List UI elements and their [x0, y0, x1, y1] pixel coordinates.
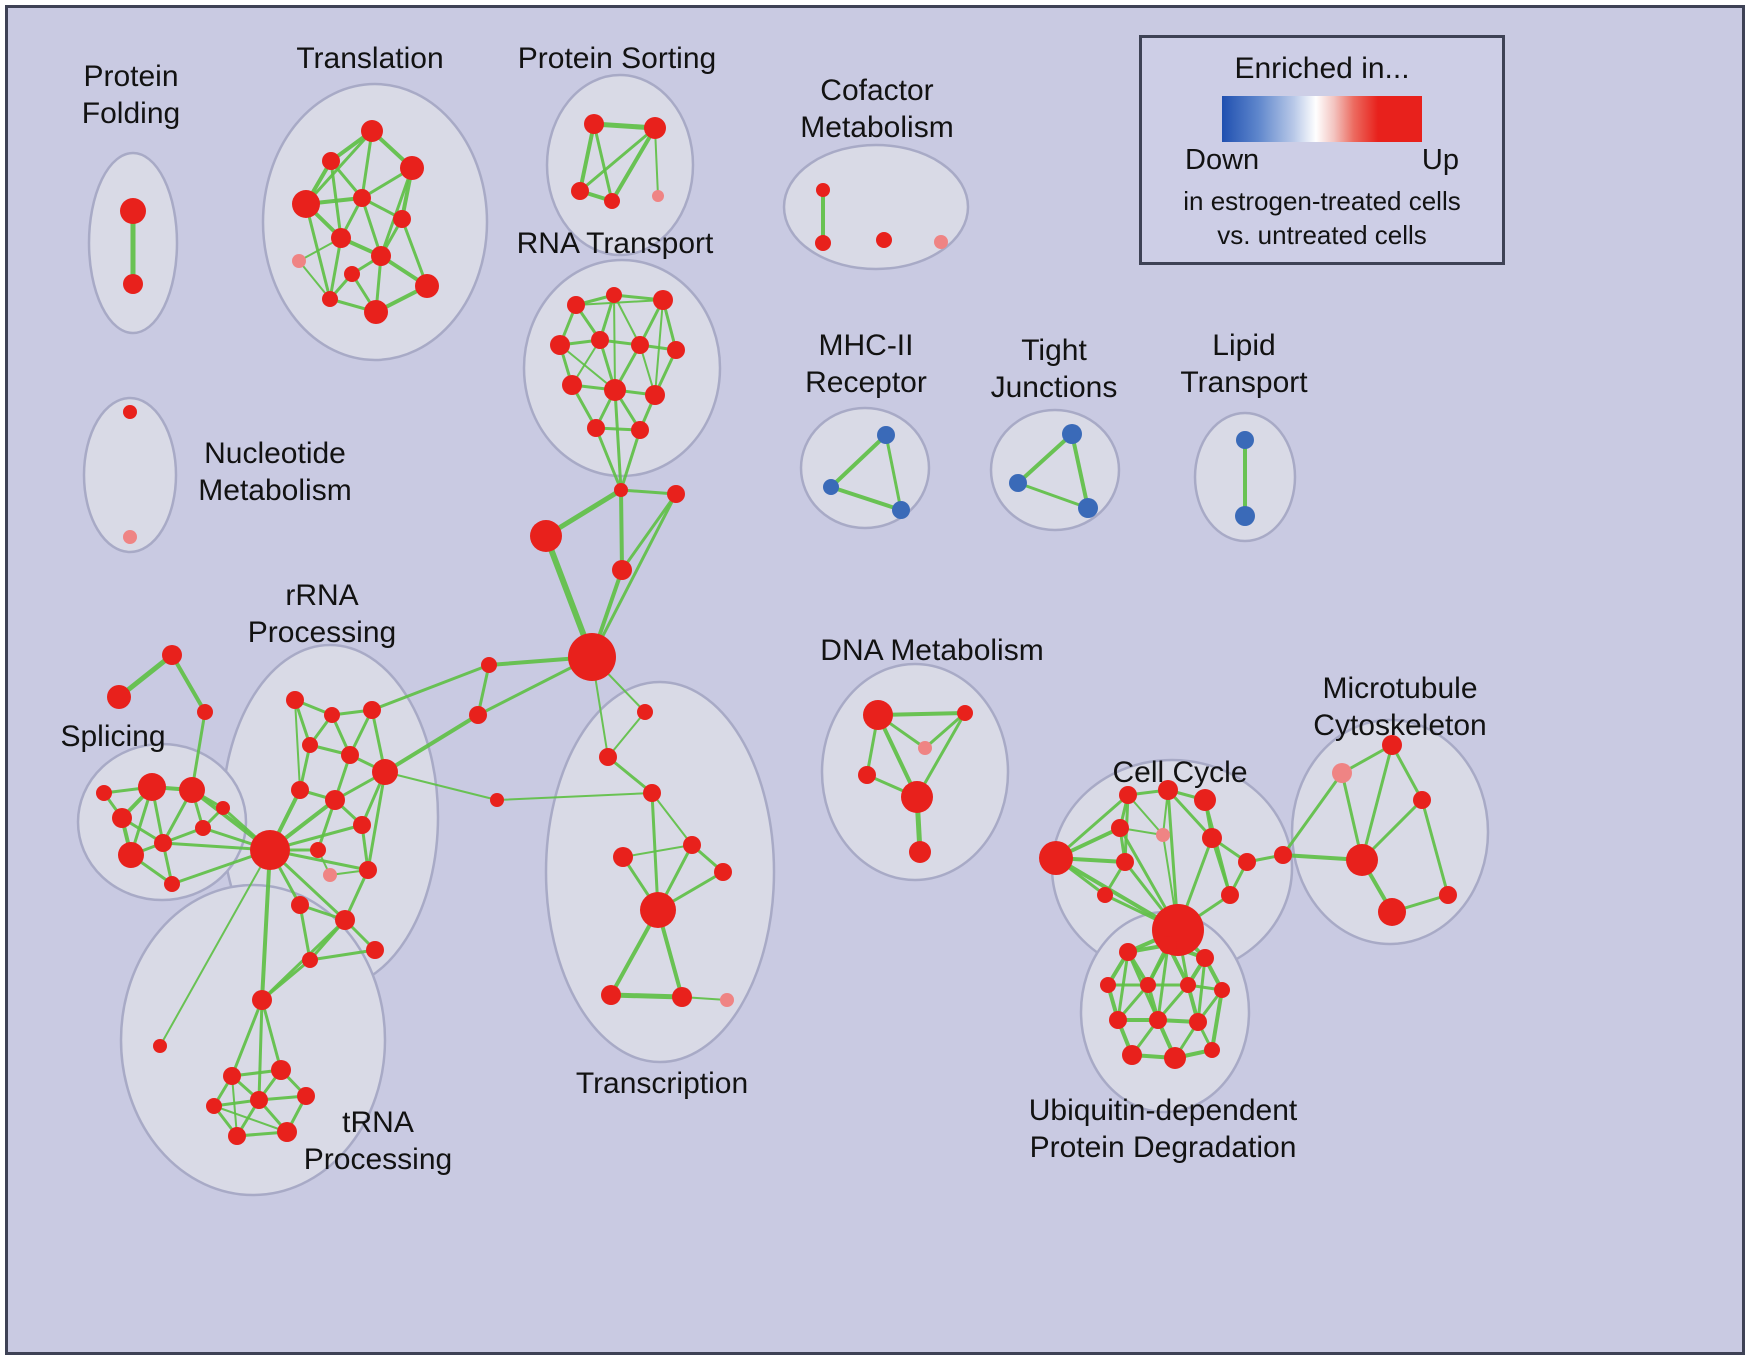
legend-caption-line2: vs. untreated cells — [1217, 219, 1427, 250]
legend: Enriched in... Down Up in estrogen-treat… — [1139, 35, 1505, 265]
legend-up-label: Up — [1421, 144, 1459, 176]
legend-caption-line1: in estrogen-treated cells — [1183, 186, 1461, 216]
legend-caption: in estrogen-treated cells vs. untreated … — [1142, 185, 1502, 253]
legend-gradient-bar — [1222, 96, 1422, 142]
legend-scale-row: Down Up — [1185, 144, 1459, 177]
legend-down-label: Down — [1185, 144, 1260, 176]
legend-title: Enriched in... — [1234, 52, 1410, 85]
